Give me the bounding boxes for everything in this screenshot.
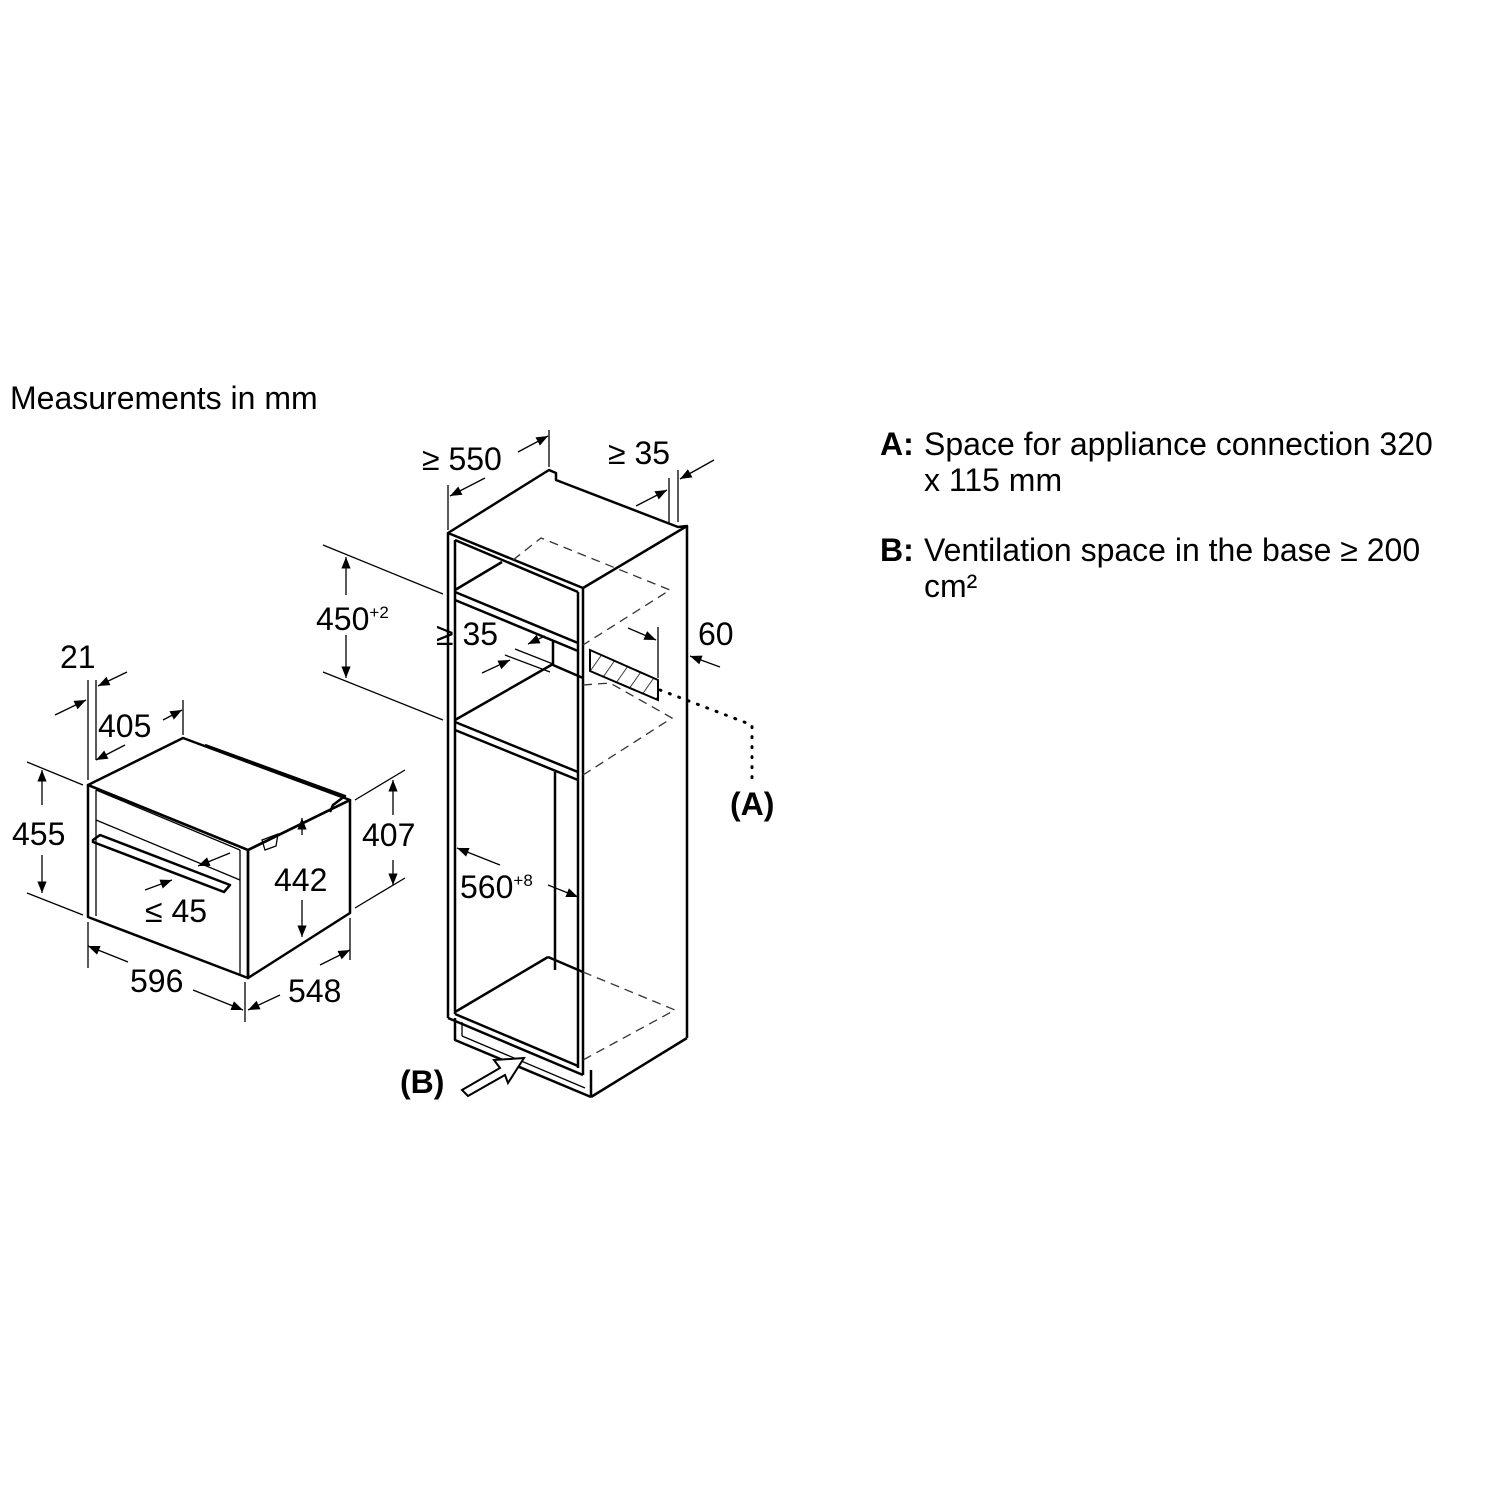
legend-text: Ventilation space in the base ≥ 200 cm² xyxy=(924,532,1421,604)
appliance-drawing: 21 405 455 442 407 ≤ 45 596 548 xyxy=(12,639,415,1022)
dim-60: 60 xyxy=(698,616,734,652)
connection-space-a xyxy=(589,648,659,702)
door-handle xyxy=(91,833,232,894)
dim-35-top: ≥ 35 xyxy=(608,435,670,471)
dim-596: 596 xyxy=(130,963,183,999)
dim-450: 450+2 xyxy=(316,601,389,637)
legend-item-b: B: Ventilation space in the base ≥ 200 cm… xyxy=(880,532,1444,604)
callout-a: (A) xyxy=(730,786,774,822)
dim-455: 455 xyxy=(12,816,65,852)
diagram-title: Measurements in mm xyxy=(10,380,318,416)
cabinet-drawing: (A) (B) ≥ 550 ≥ 35 450+2 ≥ 35 60 560+8 xyxy=(316,430,774,1100)
dim-21: 21 xyxy=(60,639,96,675)
dim-560: 560+8 xyxy=(460,869,533,905)
callout-a-leader xyxy=(658,688,754,784)
dim-35-mid: ≥ 35 xyxy=(436,616,498,652)
dim-550: ≥ 550 xyxy=(422,441,502,477)
ventilation-arrow-icon xyxy=(460,1056,526,1098)
legend-key: B: xyxy=(880,532,914,568)
cabinet-top xyxy=(446,468,689,590)
dim-407: 407 xyxy=(362,817,415,853)
dim-405: 405 xyxy=(98,708,151,744)
dim-442: 442 xyxy=(274,862,327,898)
legend-key: A: xyxy=(880,426,914,462)
appliance-front xyxy=(86,783,250,980)
dim-548: 548 xyxy=(288,973,341,1009)
legend-item-a: A: Space for appliance connection 320 x 1… xyxy=(880,426,1444,498)
callout-b: (B) xyxy=(400,1064,444,1100)
legend-text: Space for appliance connection 320 x 115… xyxy=(924,426,1433,498)
dim-le-45: ≤ 45 xyxy=(145,893,207,929)
